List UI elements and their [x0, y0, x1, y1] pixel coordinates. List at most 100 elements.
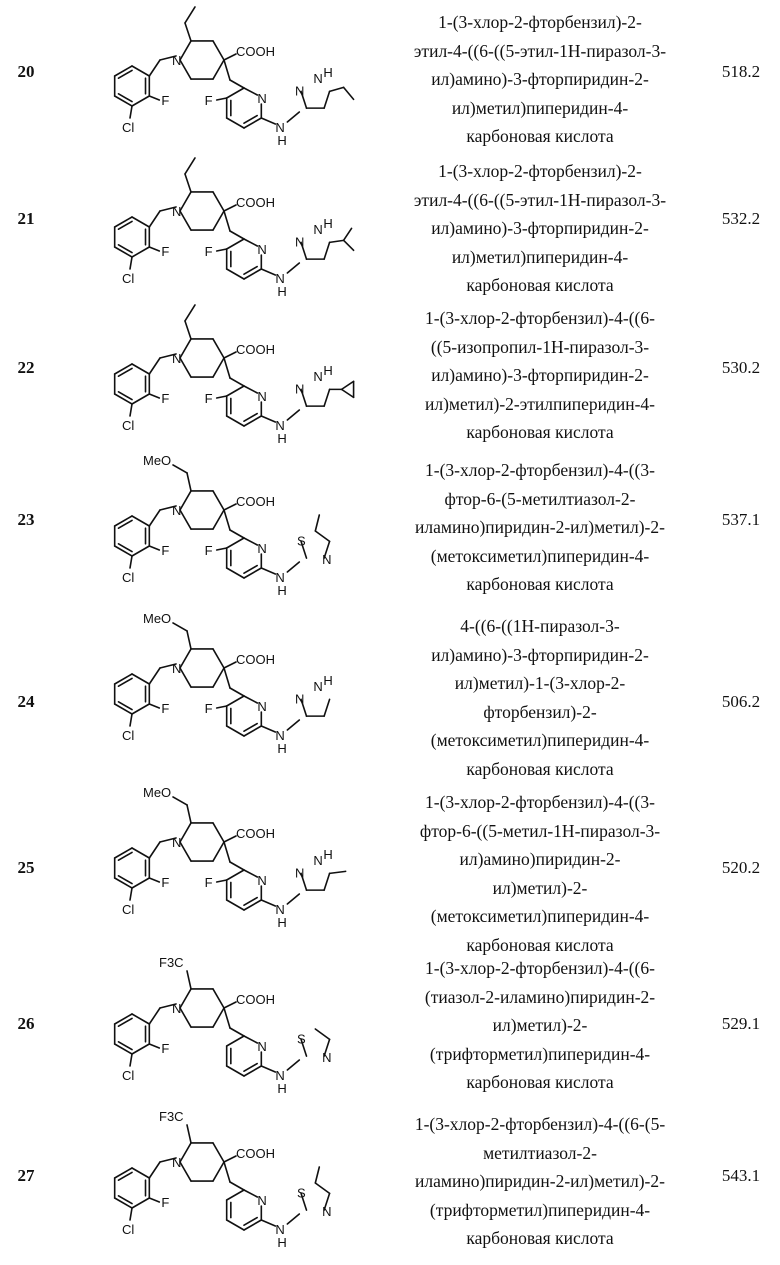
molecule-skeleton: FClNCOOHNFNHNNH [115, 305, 354, 446]
methoxy-label: MeO [143, 453, 171, 468]
methoxymethyl-bond [187, 473, 191, 491]
methylene-pyridine-bond [230, 1182, 244, 1190]
compound-name-line: 1-(3-хлор-2-фторбензил)-4-((6- [372, 954, 708, 983]
piperidine-bond [213, 1143, 224, 1162]
compound-number: 24 [6, 692, 46, 712]
piperidine-bond [180, 1162, 191, 1181]
compound-number: 22 [6, 358, 46, 378]
compound-mass: 543.1 [706, 1166, 776, 1186]
pyridine-bond [227, 870, 244, 880]
piperidine-bond [213, 358, 224, 377]
compound-name: 1-(3-хлор-2-фторбензил)-2-этил-4-((6-((5… [372, 157, 708, 300]
pyridine-f-bond [217, 880, 227, 882]
compound-name-line: 1-(3-хлор-2-фторбензил)-2- [372, 157, 708, 186]
amine-bond [261, 1066, 275, 1072]
f-bond [149, 1044, 159, 1048]
molecule-skeleton: FClNMeOCOOHNFNHNNH [115, 785, 346, 930]
compound-name: 1-(3-хлор-2-фторбензил)-4-((3-фтор-6-(5-… [372, 456, 708, 599]
amine-hydrogen-label: H [277, 741, 286, 756]
piperidine-nitrogen-label: N [172, 351, 181, 366]
compound-name-line: карбоновая кислота [372, 570, 708, 599]
compound-name-line: карбоновая кислота [372, 1224, 708, 1253]
isopropyl-bond [344, 228, 352, 240]
pyridine-bond [227, 1220, 244, 1230]
ethyl-bond [185, 7, 195, 23]
methylene-pyridine-bond [230, 378, 244, 386]
piperidine-nitrogen-label: N [172, 204, 181, 219]
compound-row: 20FClNCOOHNFNHNNH1-(3-хлор-2-фторбензил)… [0, 0, 780, 151]
amine-bond [261, 416, 275, 422]
compound-mass: 506.2 [706, 692, 776, 712]
trifluoromethyl-label: F3C [159, 1109, 184, 1124]
compound-name-line: (трифторметил)пиперидин-4- [372, 1196, 708, 1225]
thiazole-bond [315, 531, 329, 541]
pyridine-bond [244, 726, 261, 736]
ethyl-bond [185, 158, 195, 174]
compound-mass: 532.2 [706, 209, 776, 229]
compound-row: 27FClNF3CCOOHNNHSN1-(3-хлор-2-фторбензил… [0, 1100, 780, 1258]
amine-bond [261, 269, 275, 275]
compound-number: 20 [6, 62, 46, 82]
amine-hydrogen-label: H [277, 133, 286, 148]
pyridine-fluorine-label: F [205, 93, 213, 108]
aryl-fluorine-label: F [161, 1195, 169, 1210]
methylene-pyridine-bond [230, 688, 244, 696]
benzene-double-bond [118, 1018, 132, 1026]
pyridine-fluorine-label: F [205, 543, 213, 558]
compound-name-line: ил)метил)-2- [372, 874, 708, 903]
compound-name-line: иламино)пиридин-2-ил)метил)-2- [372, 513, 708, 542]
compound-name-line: 1-(3-хлор-2-фторбензил)-4-((6-(5- [372, 1110, 708, 1139]
carboxylic-acid-label: COOH [236, 44, 275, 59]
compound-name-line: ил)метил)пиперидин-4- [372, 243, 708, 272]
pyridine-bond [227, 1066, 244, 1076]
piperidine-bond [180, 358, 191, 377]
pyrazole-hydrogen-label: H [323, 65, 332, 80]
pyrazole-hydrogen-label: H [323, 673, 332, 688]
piperidine-bond [213, 1162, 224, 1181]
piperidine-bond [180, 339, 191, 358]
benzene-bond [132, 217, 149, 227]
aryl-fluorine-label: F [161, 875, 169, 890]
piperidine-nitrogen-label: N [172, 53, 181, 68]
chlorine-label: Cl [122, 418, 134, 433]
amine-hydrogen-label: H [277, 583, 286, 598]
pyridine-fluorine-label: F [205, 244, 213, 259]
methylene-bond [224, 510, 230, 530]
benzyl-ch2-bond [149, 1162, 160, 1178]
piperidine-nitrogen-label: N [172, 1155, 181, 1170]
pyridine-bond [244, 538, 257, 545]
cf3-bond [187, 971, 191, 989]
chlorine-label: Cl [122, 1222, 134, 1237]
benzene-double-bond [118, 221, 132, 229]
benzene-double-bond [118, 520, 132, 528]
amine-ring-bond [287, 720, 299, 730]
pyridine-bond [244, 900, 261, 910]
piperidine-bond [180, 649, 191, 668]
methylene-bond [224, 60, 230, 80]
piperidine-bond [180, 989, 191, 1008]
thiazole-bond [315, 1029, 329, 1039]
pyrazole-nh-nitrogen-label: N [313, 222, 322, 237]
methylene-pyridine-bond [230, 530, 244, 538]
f-bond [149, 247, 159, 251]
amine-ring-bond [287, 410, 299, 420]
piperidine-bond [213, 41, 224, 60]
thiazole-nitrogen-label: N [322, 1050, 331, 1065]
piperidine-bond [213, 823, 224, 842]
amine-bond [261, 568, 275, 574]
methoxymethyl-bond [187, 631, 191, 649]
amine-bond [261, 118, 275, 124]
benzene-bond [132, 247, 149, 257]
compound-name-line: ((5-изопропил-1H-пиразол-3- [372, 333, 708, 362]
piperidine-bond [213, 211, 224, 230]
amine-bond [261, 1220, 275, 1226]
piperidine-bond [180, 510, 191, 529]
compound-name-line: ил)амино)-3-фторпиридин-2- [372, 361, 708, 390]
pyridine-bond [227, 1190, 244, 1200]
pyridine-nitrogen-label: N [257, 1193, 266, 1208]
compound-name: 1-(3-хлор-2-фторбензил)-4-((6-((5-изопро… [372, 304, 708, 447]
chlorine-label: Cl [122, 271, 134, 286]
pyrazole-hydrogen-label: H [323, 216, 332, 231]
compound-name-line: фтор-6-((5-метил-1H-пиразол-3- [372, 817, 708, 846]
benzene-bond [132, 66, 149, 76]
